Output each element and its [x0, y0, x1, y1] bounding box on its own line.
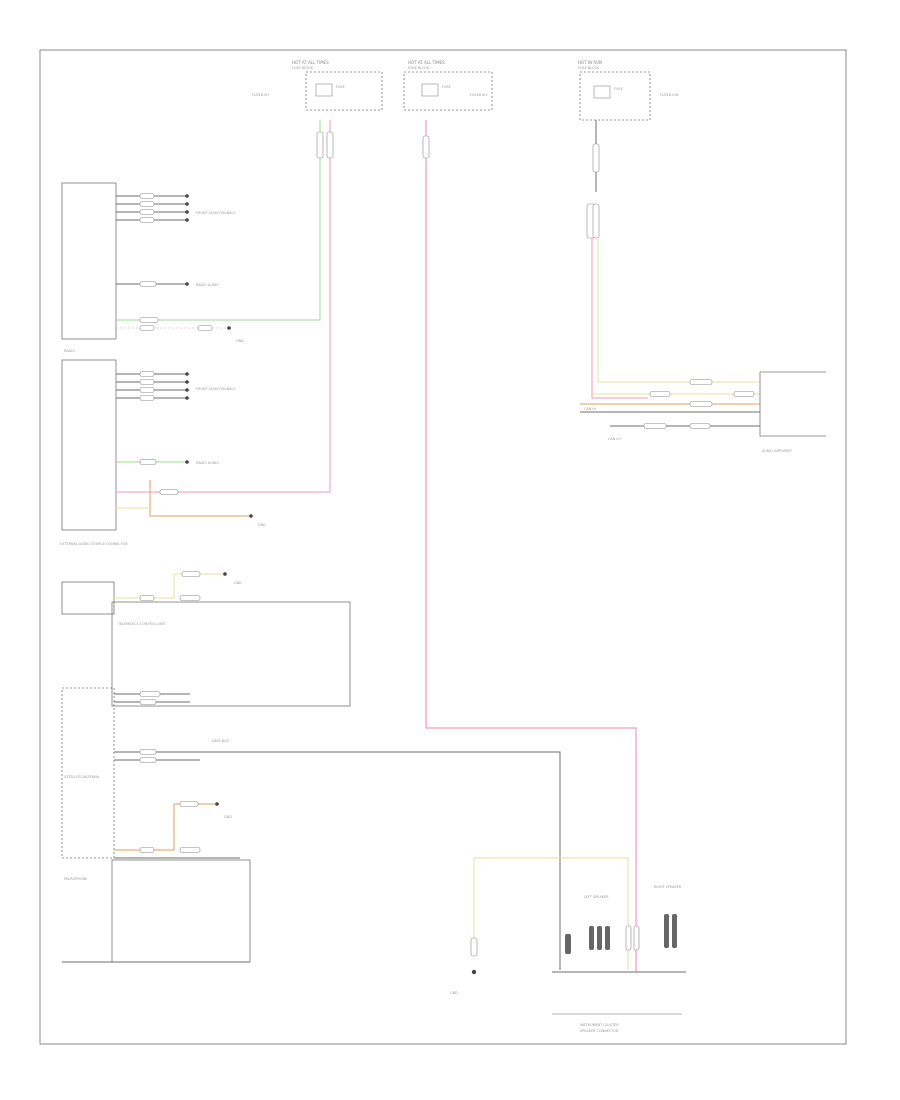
fuse-3-label: FUSE	[614, 87, 623, 91]
ground-1-label: GND	[236, 339, 244, 343]
right-module: AUDIO AMPLIFIER CAN HI CAN LO	[580, 120, 826, 453]
fuse-1-element	[315, 83, 333, 97]
can-hi-label: CAN HI	[584, 407, 596, 411]
fuse-2-label: FUSE	[442, 85, 451, 89]
radio-audio-label: RADIO AUDIO	[196, 283, 219, 287]
radio-label: RADIO	[64, 349, 75, 353]
comm-module-label: TELEMATICS CONTROL UNIT	[117, 622, 167, 626]
pink-wire-external	[116, 120, 331, 493]
satellite-antenna-box	[61, 687, 115, 859]
data-bus-wires: DATA BUS	[114, 691, 561, 970]
fuse-3-element	[593, 85, 611, 99]
mic-unit-label: MICROPHONE	[64, 877, 87, 881]
ground-4-label: GND	[224, 815, 232, 819]
can-bus-wire	[114, 751, 561, 970]
fuse-block-3-sub: FUSE BLOCK	[578, 66, 600, 70]
bottom-connector-area: GND LEFT SPEAKER RIGHT SPEAKER INSTRUMEN…	[450, 857, 686, 1033]
fuse-block-3-title: HOT IN RUN	[578, 60, 602, 65]
fuse-block-1-title: HOT AT ALL TIMES	[292, 60, 329, 65]
external-audio-wires: FRONT AUDIO SIGNALS RADIO AUDIO GND	[116, 120, 331, 527]
fuse-3-desc: FUSED IGN	[660, 93, 679, 97]
external-audio-label: EXTERNAL AUDIO SOURCE CONNECTOR	[60, 542, 128, 546]
fuse-block-1-sub: FUSE BLOCK	[292, 66, 314, 70]
front-audio-2-label: FRONT AUDIO SIGNALS	[196, 387, 236, 391]
external-audio-box	[61, 359, 117, 531]
radio-wires: FRONT AUDIO SIGNALS RADIO AUDIO GND	[116, 120, 321, 343]
can-lo-label: CAN LO	[608, 437, 621, 441]
orange-wire-external	[149, 480, 250, 517]
diagram-frame	[39, 49, 847, 1045]
fuse-block-1: HOT AT ALL TIMES FUSE BLOCK FUSE FUSED B…	[252, 60, 383, 111]
fuse-block-2-body	[403, 71, 493, 111]
fuse-block-1-body	[305, 71, 383, 111]
ground-5-label: GND	[450, 991, 458, 995]
radio-box	[61, 182, 117, 340]
ground-2-label: GND	[258, 523, 266, 527]
left-speaker-label: LEFT SPEAKER	[584, 895, 609, 899]
satellite-antenna-label: SATELLITE ANTENNA	[64, 775, 100, 779]
pink-wire-main	[425, 120, 637, 972]
fuse-block-3-body	[579, 71, 651, 121]
bottom-connector-label: INSTRUMENT CLUSTER	[580, 1023, 619, 1027]
comm-module-wire-box	[111, 601, 351, 707]
comm-module-wires: GND	[114, 571, 242, 601]
front-audio-1-label: FRONT AUDIO SIGNALS	[196, 211, 236, 215]
ground-3-label: GND	[234, 581, 242, 585]
fuse-block-3: HOT IN RUN FUSE BLOCK FUSE FUSED IGN	[578, 60, 679, 121]
radio-audio-2-label: RADIO AUDIO	[196, 461, 219, 465]
mic-unit-box	[111, 859, 251, 963]
fuse-block-2-title: HOT AT ALL TIMES	[408, 60, 445, 65]
fuse-block-2-sub: FUSE BLOCK	[408, 66, 430, 70]
fuse-2-element	[421, 83, 439, 97]
fuse-1-label: FUSE	[336, 85, 345, 89]
right-speaker-label: RIGHT SPEAKER	[654, 885, 682, 889]
data-bus-label: DATA BUS	[212, 739, 229, 743]
comm-module-box	[61, 581, 115, 615]
fuse-1-desc: FUSED B+	[252, 93, 270, 97]
mic-unit-wires: GND	[114, 801, 240, 859]
fuse-2-desc: FUSED B+	[470, 93, 488, 97]
green-wire-radio	[116, 120, 321, 321]
fuse-block-2: HOT AT ALL TIMES FUSE BLOCK FUSE FUSED B…	[403, 60, 493, 111]
speaker-connector-label: SPEAKER CONNECTOR	[580, 1029, 619, 1033]
right-module-label: AUDIO AMPLIFIER	[762, 449, 792, 453]
